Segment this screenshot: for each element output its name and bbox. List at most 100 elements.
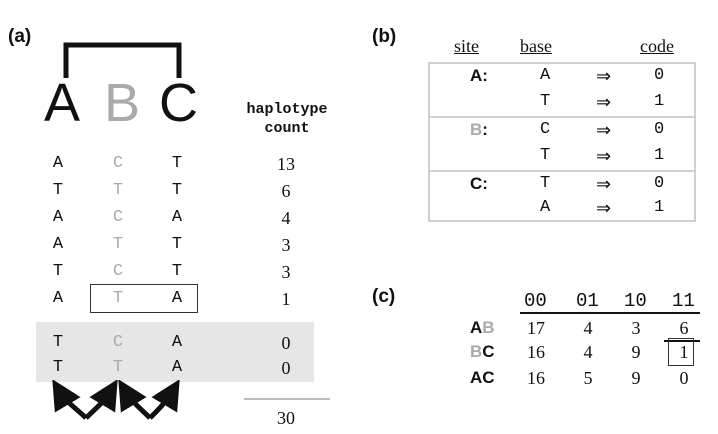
recombinant-bc-box xyxy=(90,284,198,313)
allele-c: A xyxy=(171,358,183,377)
arrow-glyph: ⇒ xyxy=(596,120,612,140)
arrow-glyph: ⇒ xyxy=(596,198,612,218)
allele-a: T xyxy=(52,262,64,281)
group-divider xyxy=(428,170,696,172)
allele-c: T xyxy=(171,154,183,173)
pair-letter-1: B xyxy=(470,342,483,361)
allele-b: T xyxy=(112,358,124,377)
allele-c: A xyxy=(171,333,183,352)
site-b-letter: B xyxy=(104,73,141,133)
swap-arrow-left-b xyxy=(84,380,118,420)
base-value: A xyxy=(540,198,551,217)
column-header: 01 xyxy=(576,290,599,312)
column-header: 00 xyxy=(524,290,547,312)
swap-arrow-right xyxy=(118,380,152,420)
column-header: 10 xyxy=(624,290,647,312)
site-a-letter: A xyxy=(44,73,81,133)
code-value: 1 xyxy=(654,198,665,217)
column-header-rule xyxy=(520,312,700,314)
site-c-letter: C xyxy=(159,73,198,133)
haplotype-row: A T T 3 xyxy=(0,235,360,257)
pair-count: 3 xyxy=(631,318,641,338)
base-column-header: base xyxy=(520,36,552,56)
unobserved-haplotype-row: T T A 0 xyxy=(0,358,360,380)
allele-a: T xyxy=(52,358,64,377)
code-value: 0 xyxy=(654,66,665,85)
base-value: A xyxy=(540,66,551,85)
pair-count: 4 xyxy=(583,318,593,338)
allele-b: T xyxy=(112,289,124,308)
site-label-b: B: xyxy=(470,120,488,140)
pair-count: 5 xyxy=(583,368,593,388)
site-label-c: C: xyxy=(470,174,488,193)
code-column-header: code xyxy=(640,36,674,56)
allele-b: C xyxy=(112,154,124,173)
swap-arrows xyxy=(52,380,180,420)
allele-b: T xyxy=(112,181,124,200)
pair-count: 17 xyxy=(527,318,545,338)
arrow-glyph: ⇒ xyxy=(596,174,612,194)
allele-b: C xyxy=(112,208,124,227)
haplotype-count: 4 xyxy=(281,208,291,228)
swap-arrow-right-b xyxy=(148,380,180,420)
pair-count: 6 xyxy=(679,318,689,338)
code-value: 1 xyxy=(654,146,665,165)
pair-count: 16 xyxy=(527,368,545,388)
pair-letter-1: A xyxy=(470,318,483,337)
allele-a: A xyxy=(52,208,64,227)
pair-count: 4 xyxy=(583,342,593,362)
allele-a: T xyxy=(52,333,64,352)
allele-a: A xyxy=(52,154,64,173)
allele-b: T xyxy=(112,235,124,254)
haplotype-row: A T A 1 xyxy=(0,289,360,311)
panel-c-label: (c) xyxy=(372,286,396,307)
haplotype-count: 6 xyxy=(281,181,291,201)
code-value: 0 xyxy=(654,174,665,193)
code-value: 1 xyxy=(654,92,665,111)
ab-11-underline xyxy=(664,340,700,342)
base-value: T xyxy=(540,146,551,165)
panel-a-label: (a) xyxy=(8,26,32,47)
bc-11-box xyxy=(668,338,694,366)
haplotype-count-header: haplotype count xyxy=(232,100,342,138)
site-label-a: A: xyxy=(470,66,488,85)
pair-count: 0 xyxy=(679,368,689,388)
pair-label-ac: AC xyxy=(470,368,495,388)
allele-c: T xyxy=(171,235,183,254)
haplotype-row: A C T 13 xyxy=(0,154,360,176)
pair-count: 16 xyxy=(527,342,545,362)
pair-count: 9 xyxy=(631,342,641,362)
column-header: 11 xyxy=(672,290,695,312)
allele-c: A xyxy=(171,289,183,308)
allele-a: A xyxy=(52,289,64,308)
swap-arrow-left xyxy=(52,380,88,420)
base-value: C xyxy=(540,120,551,139)
total-rule xyxy=(244,398,330,400)
encoding-table xyxy=(428,62,696,222)
header-line-1: haplotype xyxy=(246,101,328,118)
site-column-header: site xyxy=(454,36,479,56)
allele-c: T xyxy=(171,181,183,200)
code-value: 0 xyxy=(654,120,665,139)
haplotype-row: T C T 3 xyxy=(0,262,360,284)
base-value: T xyxy=(540,174,551,193)
haplotype-row: A C A 4 xyxy=(0,208,360,230)
allele-b: C xyxy=(112,333,124,352)
panel-b-label: (b) xyxy=(372,26,397,47)
base-value: T xyxy=(540,92,551,111)
haplotype-count: 1 xyxy=(281,289,291,309)
pair-letter-2: B xyxy=(482,318,495,337)
total-count: 30 xyxy=(277,408,295,428)
haplotype-row: T T T 6 xyxy=(0,181,360,203)
unobserved-haplotype-row: T C A 0 xyxy=(0,333,360,355)
pair-letter-1: A xyxy=(470,368,483,387)
allele-a: T xyxy=(52,181,64,200)
haplotype-count: 0 xyxy=(281,333,291,353)
haplotype-count: 13 xyxy=(277,154,295,174)
allele-c: T xyxy=(171,262,183,281)
arrow-glyph: ⇒ xyxy=(596,66,612,86)
pair-count: 1 xyxy=(679,342,689,362)
site-b-letter-b: B xyxy=(470,120,483,139)
site-b-colon: : xyxy=(482,120,488,139)
group-divider xyxy=(428,116,696,118)
